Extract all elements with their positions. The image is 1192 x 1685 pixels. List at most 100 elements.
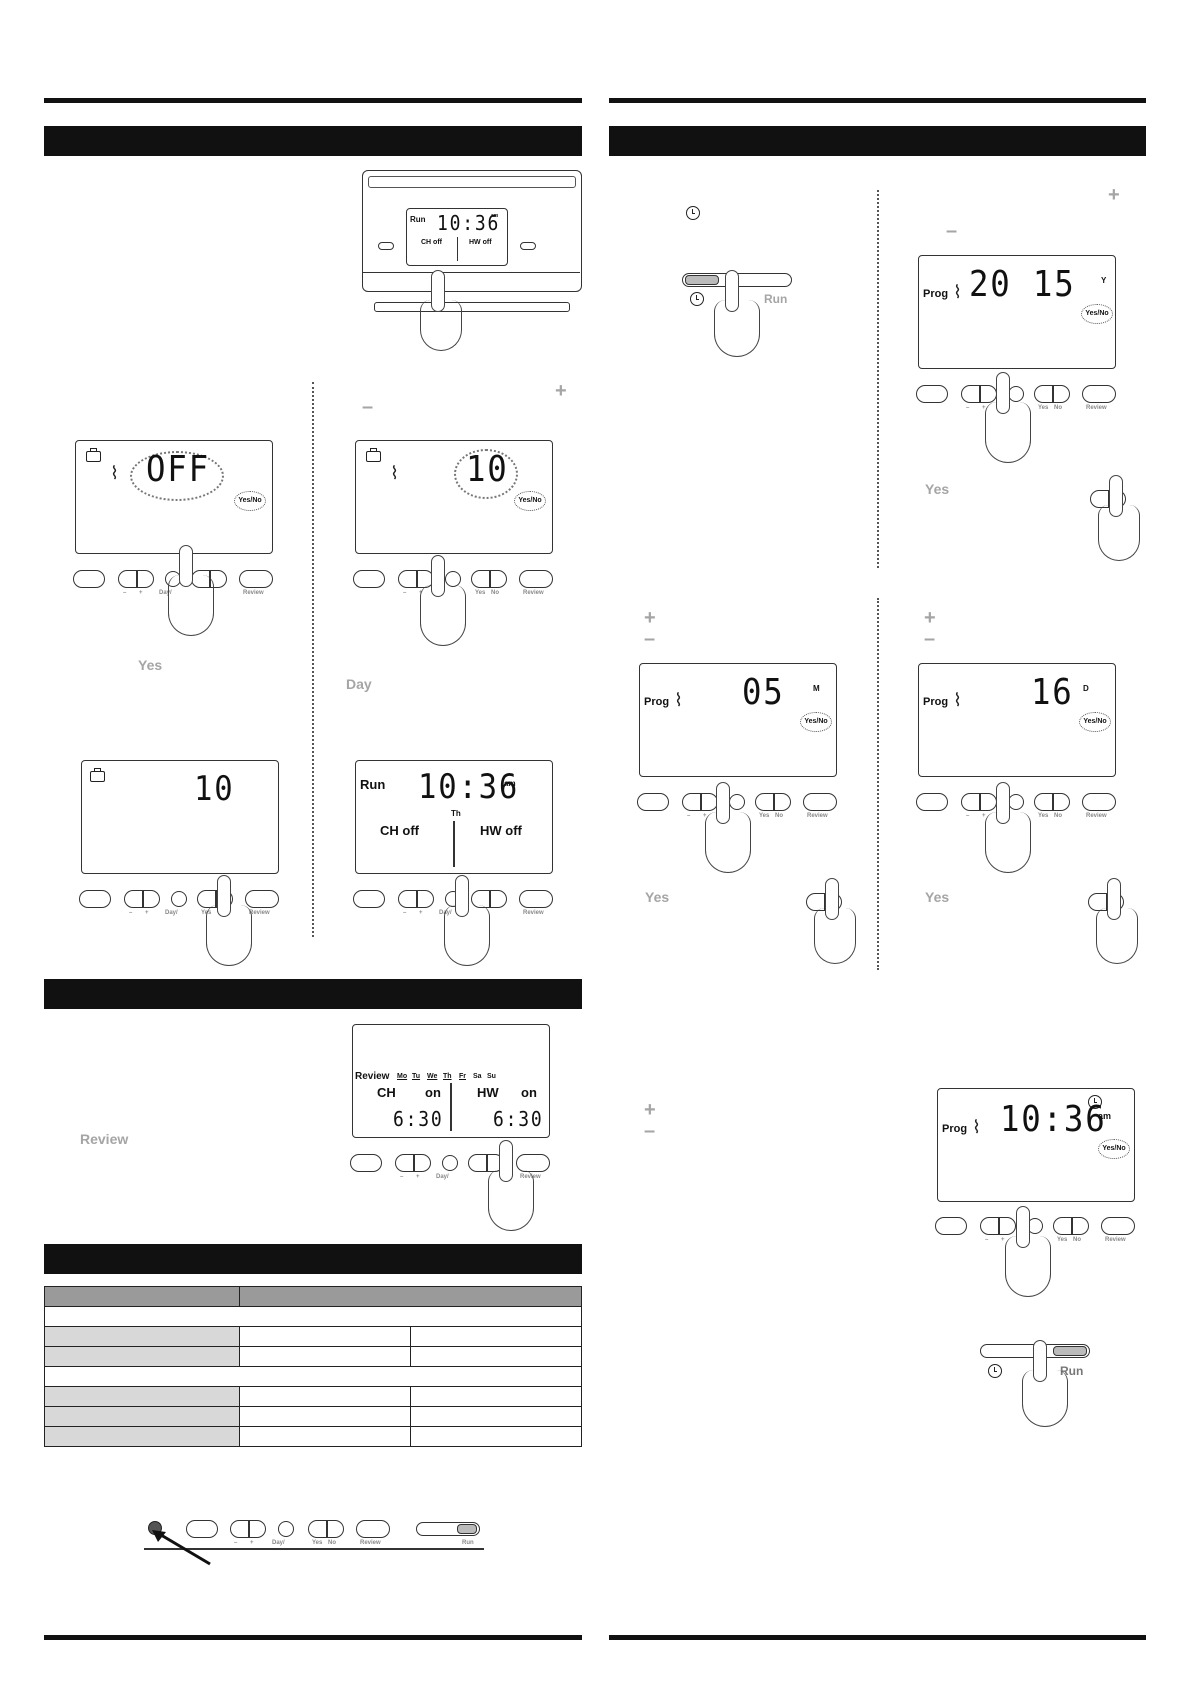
minus-label: – (985, 1237, 989, 1243)
minus-plus-button[interactable] (682, 793, 718, 811)
plus-label: + (419, 910, 423, 916)
slide-knob[interactable] (685, 275, 719, 285)
yes-label: Yes (475, 590, 486, 596)
minus-plus-button[interactable] (398, 890, 434, 908)
keyword-yes-4: Yes (925, 889, 950, 905)
yes-no-indicator: Yes/No (1081, 304, 1113, 324)
button-blank[interactable] (935, 1217, 967, 1235)
lcd-review-screen: Review Mo Tu We Th Fr Sa Su CH on HW on … (352, 1024, 550, 1138)
table-cell (239, 1326, 411, 1347)
yes-no-indicator: Yes/No (514, 491, 546, 511)
day-we: We (427, 1073, 438, 1080)
review-ch-state: on (425, 1085, 441, 1100)
review-button[interactable] (1082, 385, 1116, 403)
review-button[interactable] (803, 793, 837, 811)
button-blank[interactable] (350, 1154, 382, 1172)
strip-baseline (144, 1548, 484, 1550)
yes-no-button[interactable] (1053, 1217, 1089, 1235)
button-blank[interactable] (186, 1520, 218, 1538)
lcd-clock-screen: Prog ⌇ 10:36 am Yes/No (937, 1088, 1135, 1202)
lcd-off-screen: ⌇ OFF Yes/No (75, 440, 273, 554)
holiday-suitcase-icon (86, 448, 101, 462)
button-blank[interactable] (637, 793, 669, 811)
device-right-button[interactable] (520, 242, 536, 250)
review-hw: HW (477, 1085, 499, 1100)
review-label: Review (1086, 813, 1107, 819)
yes-no-indicator: Yes/No (800, 712, 832, 732)
table-header-cell (44, 1286, 240, 1307)
yes-no-button[interactable] (471, 890, 507, 908)
day-button[interactable] (278, 1521, 294, 1537)
plus-label: + (982, 813, 986, 819)
keyword-minus-4: – (924, 628, 936, 650)
review-button[interactable] (1101, 1217, 1135, 1235)
run-time: 10:36 (418, 767, 520, 807)
day-button[interactable] (729, 794, 745, 810)
slide-knob[interactable] (457, 1524, 477, 1534)
clock-value: 10:36 (1000, 1099, 1107, 1140)
button-row-2: – + Yes No Review (353, 570, 553, 596)
day-label: Day/ (436, 1174, 449, 1180)
table-cell (410, 1406, 582, 1427)
review-label: Review (360, 1540, 381, 1546)
keyword-plus-4: + (924, 607, 936, 629)
day-label: Day/ (272, 1540, 285, 1546)
minus-plus-button[interactable] (118, 570, 154, 588)
review-button[interactable] (239, 570, 273, 588)
day-unit: D (1083, 684, 1089, 693)
keyword-review: Review (80, 1131, 129, 1147)
yes-no-button[interactable] (1034, 385, 1070, 403)
keyword-plus-5: + (644, 1099, 656, 1121)
yes-no-button[interactable] (471, 570, 507, 588)
table-group-cell (44, 1366, 582, 1387)
device-ampm: am (491, 213, 499, 219)
review-button[interactable] (1082, 793, 1116, 811)
day-button[interactable] (171, 891, 187, 907)
review-label: Review (249, 910, 270, 916)
review-button[interactable] (519, 570, 553, 588)
keyword-plus-1: + (555, 380, 567, 402)
yes-no-button[interactable] (1034, 793, 1070, 811)
day-button[interactable] (1008, 386, 1024, 402)
table-label-cell (44, 1386, 240, 1407)
yes-no-button[interactable] (308, 1520, 344, 1538)
table-cell (410, 1326, 582, 1347)
day-mo: Mo (397, 1073, 408, 1080)
review-button[interactable] (519, 890, 553, 908)
button-blank[interactable] (353, 570, 385, 588)
yes-label: Yes (1038, 405, 1049, 411)
day-button[interactable] (1008, 794, 1024, 810)
section-header-bar-3 (44, 1244, 582, 1274)
plus-label: + (982, 405, 986, 411)
keyword-yes-1: Yes (138, 657, 163, 673)
minus-plus-button[interactable] (980, 1217, 1016, 1235)
button-blank[interactable] (916, 793, 948, 811)
hand-pointer-day (985, 782, 1031, 873)
minus-plus-button[interactable] (124, 890, 160, 908)
minus-plus-button[interactable] (395, 1154, 431, 1172)
button-blank[interactable] (79, 890, 111, 908)
table-row (44, 1386, 582, 1407)
review-button[interactable] (356, 1520, 390, 1538)
clock-ampm: am (1098, 1111, 1112, 1121)
minus-plus-button[interactable] (230, 1520, 266, 1538)
settings-table (44, 1286, 582, 1447)
pointer-arrow-icon (152, 1530, 211, 1566)
button-blank[interactable] (916, 385, 948, 403)
holiday-suitcase-icon (366, 448, 381, 462)
button-blank[interactable] (353, 890, 385, 908)
review-button[interactable] (516, 1154, 550, 1172)
review-button[interactable] (245, 890, 279, 908)
section-header-bar-right (609, 126, 1146, 156)
hand-pointer-1 (168, 545, 214, 636)
mode-slide-switch-small[interactable] (416, 1522, 480, 1536)
slide-knob[interactable] (1053, 1346, 1087, 1356)
minus-plus-button[interactable] (961, 793, 997, 811)
device-left-button[interactable] (378, 242, 394, 250)
review-hw-time: 6:30 (493, 1107, 544, 1131)
minus-plus-button[interactable] (961, 385, 997, 403)
button-blank[interactable] (73, 570, 105, 588)
yes-no-button[interactable] (755, 793, 791, 811)
day-button[interactable] (442, 1155, 458, 1171)
table-label-cell (44, 1426, 240, 1447)
